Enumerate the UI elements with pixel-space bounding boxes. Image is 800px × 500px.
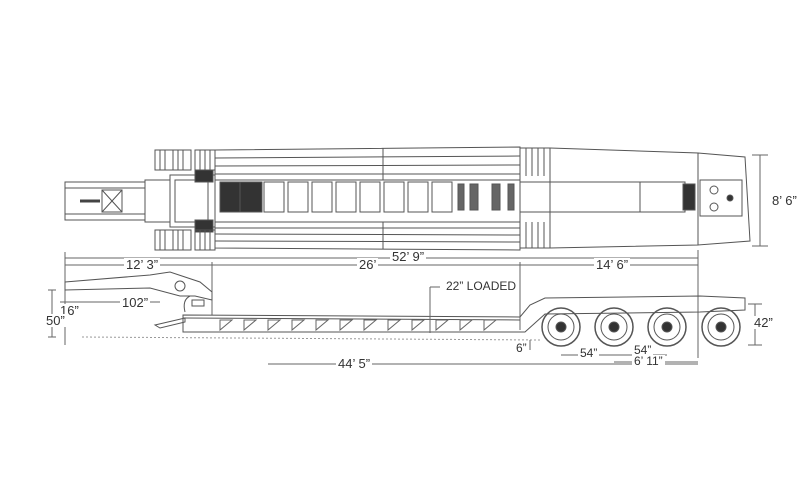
axle-spacing-1-label: 54” [578,346,600,360]
wheel [701,307,741,347]
side-view [64,271,746,347]
gooseneck-length-label: 12’ 3” [124,257,161,272]
axle-spacing-3-label: 6’ 11” [632,354,665,368]
wheel [594,307,634,347]
swing-clearance-label: 44’ 5” [336,356,373,371]
wheel [541,307,581,347]
wheel [647,307,687,347]
dimension-lines [64,154,768,358]
ground-clearance-label: 6” [514,341,529,355]
rear-section-length-label: 14’ 6” [594,257,631,272]
kingpin-offset-label: 16” [58,303,81,318]
loaded-height-label: 22” LOADED [444,279,519,293]
axle-spacing-2-label: 54” [632,343,654,357]
top-view [64,146,751,251]
fifth-wheel-height-label: 50” [44,313,67,328]
rear-deck-height-label: 42” [752,315,775,330]
overall-length-label: 52’ 9” [390,249,427,264]
overall-width-label: 8’ 6” [770,193,799,208]
deck-length-label: 26’ [357,257,379,272]
gooseneck-inner-label: 102” [120,295,151,310]
